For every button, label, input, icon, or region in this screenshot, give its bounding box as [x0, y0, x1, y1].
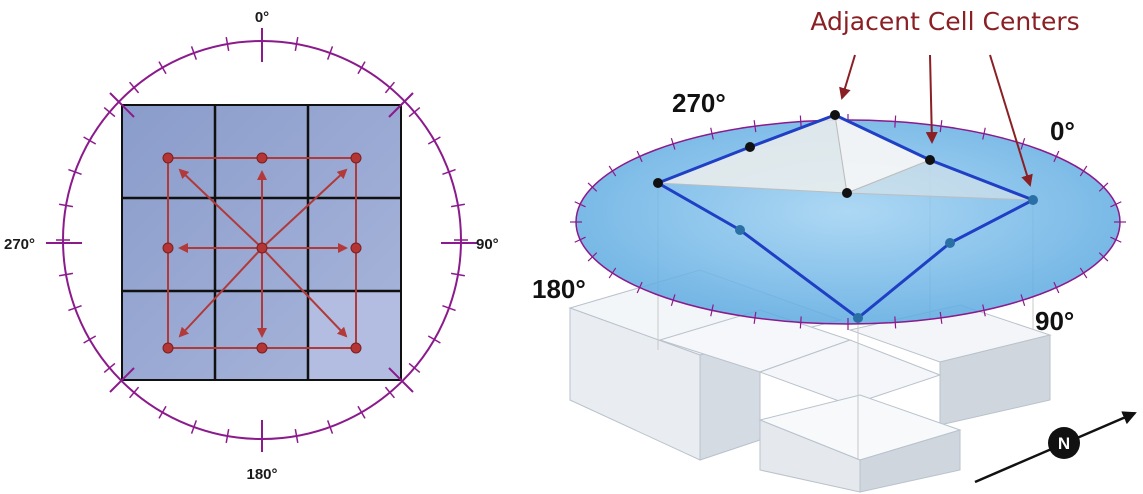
disc-tick [939, 120, 943, 133]
arrow-sw [178, 247, 263, 338]
left-label-east: 90° [476, 236, 499, 253]
north-arrow: N [974, 411, 1137, 484]
center-point [653, 178, 663, 188]
disc-tick [799, 316, 802, 329]
pointer-arrow [925, 54, 938, 144]
disc-tick [982, 304, 986, 317]
disc-tick [982, 127, 986, 140]
north-circle-icon [1048, 427, 1080, 459]
center-point [842, 188, 852, 198]
pointer-arrow [839, 54, 856, 100]
disc-tick [1110, 236, 1122, 243]
center-point [853, 313, 863, 323]
corner-tick [388, 367, 414, 393]
disc-tick [636, 281, 643, 294]
center-point [1028, 195, 1038, 205]
left-label-north: 0° [255, 9, 269, 26]
pointer-arrow [989, 54, 1033, 187]
disc-tick [636, 150, 643, 163]
disc-tick [1053, 281, 1060, 294]
disc-tick [574, 201, 586, 208]
disc-tick [587, 252, 598, 262]
disc-tick [1098, 182, 1109, 192]
left-label-south: 180° [246, 466, 277, 483]
disc-tick [1110, 201, 1122, 208]
right-label-east: 90° [1035, 306, 1074, 336]
cell-center [256, 342, 268, 354]
north-letter: N [1058, 434, 1070, 453]
arrow-ne [261, 168, 348, 249]
disc-tick [670, 294, 676, 307]
cell-center [256, 242, 268, 254]
block-side [939, 334, 1051, 426]
plan-view-compass: 0° 180° 270° 90° [4, 9, 499, 483]
disc-tick [753, 311, 757, 324]
cell-center [350, 242, 362, 254]
disc-tick [753, 120, 757, 133]
perspective-view: Adjacent Cell Centers 270° 0° 180° 90° N [532, 7, 1137, 493]
adjacent-center-points [653, 110, 1038, 323]
disc-tick [894, 316, 897, 329]
disc-tick [1020, 137, 1026, 150]
right-label-south: 180° [532, 274, 586, 304]
disc-tick [1079, 165, 1088, 177]
diagram-title: Adjacent Cell Centers [810, 7, 1079, 36]
corner-tick [109, 92, 135, 118]
disc-tick [587, 182, 598, 192]
cell-center [350, 152, 362, 164]
disc-tick [939, 311, 943, 324]
cell-center [162, 152, 174, 164]
cell-center [256, 152, 268, 164]
cell-center [350, 342, 362, 354]
disc-tick [894, 115, 897, 128]
corner-tick [388, 92, 414, 118]
left-label-west: 270° [4, 236, 35, 253]
corner-tick [109, 367, 135, 393]
cell-center [162, 342, 174, 354]
disc-tick [1053, 150, 1060, 163]
center-point [830, 110, 840, 120]
disc-ticks [570, 114, 1126, 330]
disc-tick [608, 165, 617, 177]
flow-arrows [178, 168, 348, 338]
center-point [925, 155, 935, 165]
disc-tick [799, 115, 802, 128]
block-side [859, 429, 961, 493]
arrow-nw [178, 168, 263, 249]
center-point [735, 225, 745, 235]
disc-tick [1020, 294, 1026, 307]
cell-centers [162, 152, 362, 354]
arrow-se [261, 247, 348, 338]
disc-tick [710, 127, 714, 140]
cell-center [162, 242, 174, 254]
disc-tick [608, 267, 617, 279]
grid-cell-lower-right [307, 290, 402, 381]
disc-tick [1079, 267, 1088, 279]
disc-tick [574, 236, 586, 243]
disc-tick [670, 137, 676, 150]
center-point [745, 142, 755, 152]
right-label-west: 270° [672, 88, 726, 118]
disc-tick [1098, 252, 1109, 262]
center-point [945, 238, 955, 248]
right-label-north: 0° [1050, 116, 1075, 146]
disc-tick [710, 304, 714, 317]
